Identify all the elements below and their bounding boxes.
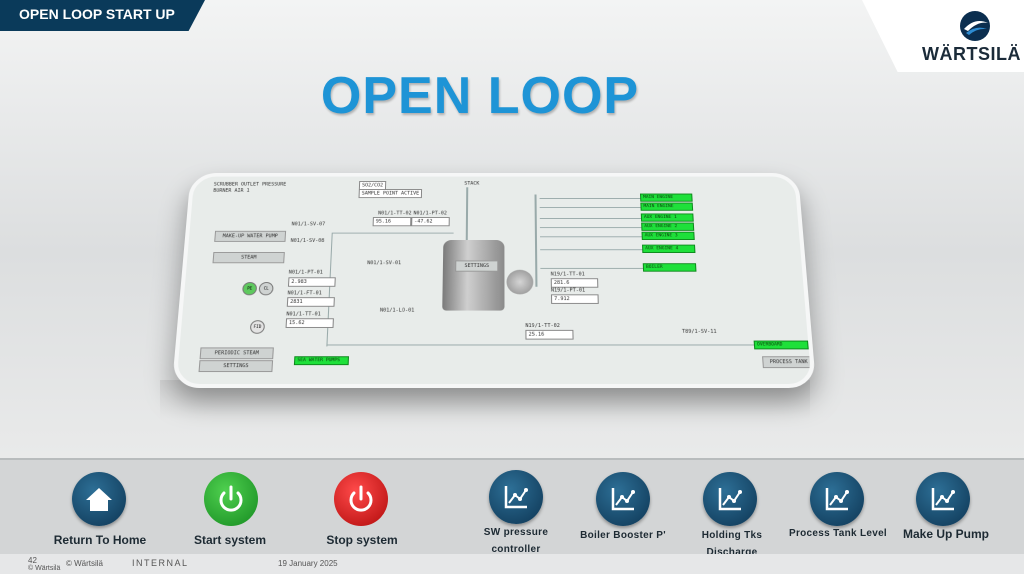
page-number: 42 xyxy=(28,556,37,565)
sea-water-pumps-box[interactable]: SEA WATER PUMPS xyxy=(294,356,349,365)
holding-tanks-discharge-button[interactable] xyxy=(703,472,757,526)
scrubber-elbow xyxy=(507,270,534,295)
copyright-short: © Wärtsilä xyxy=(28,565,60,572)
page-title: OPEN LOOP xyxy=(300,66,660,126)
tag-sv01: N01/1-SV-01 xyxy=(367,260,401,266)
process-tank-level-button[interactable] xyxy=(810,472,864,526)
tag-tt01b: N19/1-TT-01 xyxy=(551,272,585,278)
stop-system-button[interactable] xyxy=(334,472,388,526)
return-home-button[interactable] xyxy=(72,472,126,526)
stop-power-icon xyxy=(334,472,388,526)
sw-pressure-controller-label: SW pressure controller xyxy=(460,523,572,557)
sw-pressure-controller-button[interactable] xyxy=(489,470,543,524)
value-ft01: 2831 xyxy=(287,297,335,307)
value-tt01a: 15.62 xyxy=(286,318,334,328)
slide-footer: 42 © Wärtsilä © Wärtsilä INTERNAL 19 Jan… xyxy=(0,554,1024,574)
classification: INTERNAL xyxy=(132,558,189,568)
copyright: © Wärtsilä xyxy=(66,559,103,568)
trend-chart-icon xyxy=(596,472,650,526)
start-system-label: Start system xyxy=(180,532,280,548)
overboard-box[interactable]: OVERBOARD xyxy=(754,341,809,350)
hmi-label: SCRUBBER OUTLET PRESSURE xyxy=(214,182,287,187)
scrubber-settings-button[interactable]: SETTINGS xyxy=(455,260,498,271)
stop-system-label: Stop system xyxy=(312,532,412,548)
scrubber-tank xyxy=(442,240,504,311)
trend-chart-icon xyxy=(489,470,543,524)
hmi-label: SAMPLE POINT ACTIVE xyxy=(359,189,423,198)
makeup-water-pump-button[interactable]: MAKE-UP WATER PUMP xyxy=(214,231,286,242)
tag-tt02b: N19/1-TT-02 xyxy=(525,323,560,329)
trend-chart-icon xyxy=(703,472,757,526)
boiler-booster-label: Boiler Booster P' xyxy=(580,526,666,543)
section-tag: OPEN LOOP START UP xyxy=(0,0,205,31)
engine-box[interactable]: MAIN ENGINE xyxy=(640,194,693,202)
tag-ft01: N01/1-FT-01 xyxy=(287,291,322,297)
value-pt01: 2.983 xyxy=(288,277,336,286)
tag-sv11: T89/1-SV-11 xyxy=(682,329,717,335)
tag-pt02: N01/1-PT-02 xyxy=(413,211,447,216)
tag-tt01a: N01/1-TT-01 xyxy=(286,312,321,318)
engine-box[interactable]: MAIN ENGINE xyxy=(640,203,693,211)
settings-button[interactable]: SETTINGS xyxy=(198,360,273,372)
start-system-button[interactable] xyxy=(204,472,258,526)
steam-button[interactable]: STEAM xyxy=(212,252,284,263)
fid-indicator: FID xyxy=(250,320,265,334)
trend-chart-icon xyxy=(810,472,864,526)
value-tt02b: 25.16 xyxy=(525,330,573,340)
tag-sv08: N01/1-SV-08 xyxy=(290,238,324,244)
tag-sv07: N01/1-SV-07 xyxy=(291,222,325,227)
value-tt02: 95.16 xyxy=(373,217,412,226)
hmi-screenshot: SCRUBBER OUTLET PRESSURE BURNER AIR 1 SO… xyxy=(150,150,850,400)
logo-text: WÄRTSILÄ xyxy=(922,44,1021,65)
pe-indicator: PE xyxy=(242,282,257,295)
tag-pt01b: N19/1-PT-01 xyxy=(551,288,585,294)
tag-lo01: N01/1-LO-01 xyxy=(380,308,415,314)
engine-box[interactable]: AUX ENGINE 1 xyxy=(641,213,694,221)
cl-indicator: CL xyxy=(258,282,273,295)
value-pt01b: 7.912 xyxy=(551,294,599,304)
hmi-label: BURNER AIR 1 xyxy=(213,188,250,193)
make-up-pump-label: Make Up Pump xyxy=(896,526,996,542)
boiler-booster-button[interactable] xyxy=(596,472,650,526)
engine-box[interactable]: AUX ENGINE 4 xyxy=(642,245,695,253)
process-tank-button[interactable]: PROCESS TANK xyxy=(762,356,816,368)
boiler-box[interactable]: BOILER xyxy=(643,263,697,271)
value-tt01b: 281.6 xyxy=(551,278,599,287)
trend-chart-icon xyxy=(916,472,970,526)
home-icon xyxy=(72,472,126,526)
hmi-label: STACK xyxy=(464,181,479,186)
engine-box[interactable]: AUX ENGINE 2 xyxy=(641,223,694,231)
engine-box[interactable]: AUX ENGINE 3 xyxy=(642,232,695,240)
periodic-steam-button[interactable]: PERIODIC STEAM xyxy=(200,347,274,359)
value-pt02: -47.62 xyxy=(411,217,450,226)
make-up-pump-button[interactable] xyxy=(916,472,970,526)
wartsila-logo-icon xyxy=(958,9,992,43)
process-tank-level-label: Process Tank Level xyxy=(788,524,888,541)
power-icon xyxy=(204,472,258,526)
navigation-bar: Return To Home Start system Stop system … xyxy=(0,458,1024,556)
tag-pt01: N01/1-PT-01 xyxy=(289,270,323,276)
return-home-label: Return To Home xyxy=(40,532,160,548)
hmi-panel: SCRUBBER OUTLET PRESSURE BURNER AIR 1 SO… xyxy=(172,173,816,388)
tag-tt02: N01/1-TT-02 xyxy=(378,211,412,216)
date: 19 January 2025 xyxy=(278,559,338,568)
